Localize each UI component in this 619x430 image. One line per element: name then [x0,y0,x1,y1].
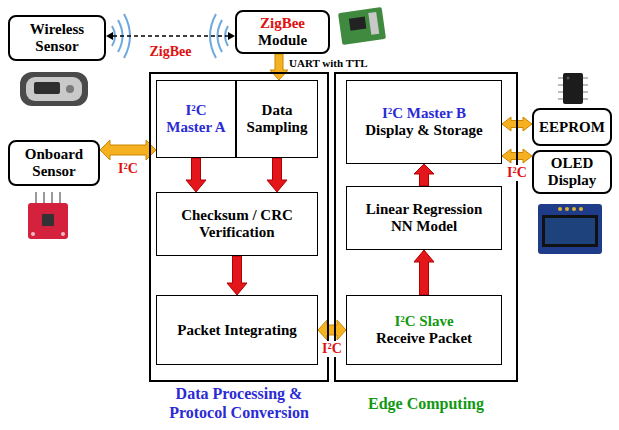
edge-label: ZigBee [148,44,194,60]
process-box: Checksum / CRC Verification [156,192,318,256]
process-box: I²C Master BDisplay & Storage [346,80,502,164]
flow-arrow [186,158,206,192]
process-box: Packet Integrating [156,295,318,365]
eeprom-chip-picture [558,73,588,104]
sensor-box: Onboard Sensor [8,140,100,186]
process-box: Data Sampling [236,80,318,158]
edge-label: I²C [320,341,344,357]
box-label: Checksum / CRC Verification [165,207,309,241]
group-box: Data Processing & Protocol ConversionI²C… [149,72,329,382]
box-label: I²C Master B [382,105,466,122]
process-box: I²C Master A [156,80,236,158]
group-caption: Data Processing & Protocol Conversion [159,384,319,422]
box-label: Packet Integrating [177,322,297,339]
flow-arrow [414,164,434,186]
box-label: ZigBee [260,15,305,32]
edge-label: I²C [116,161,140,177]
box-sublabel: Receive Packet [376,330,472,347]
box-label: OLED Display [538,155,606,189]
group-box: Edge ComputingI²C Master BDisplay & Stor… [334,72,518,382]
box-label: Onboard Sensor [14,146,94,180]
group-caption: Edge Computing [341,394,511,413]
sensor-box: Wireless Sensor [8,15,106,61]
device-box: OLED Display [532,150,612,194]
process-box: I²C SlaveReceive Packet [346,295,502,365]
box-label: I²C Master A [162,102,230,136]
flow-arrow [414,250,434,295]
box-label: Data Sampling [242,102,312,136]
zigbee-module-picture [338,7,386,45]
flow-arrow [318,320,346,340]
wireless-link [106,32,235,40]
box-label: EEPROM [539,119,605,136]
edge-label: I²C [505,165,529,181]
wireless-sensor-picture [20,72,88,106]
box-sublabel: Display & Storage [365,122,483,139]
onboard-sensor-picture [28,192,68,239]
oled-display-picture [538,204,602,254]
flow-arrow [100,140,156,160]
flow-arrow [227,256,247,295]
device-box: EEPROM [532,108,612,146]
flow-arrow [267,158,287,192]
box-label: Wireless Sensor [14,21,100,55]
edge-label: UART with TTL [287,57,370,69]
box-label: Linear Regression NN Model [357,201,491,235]
flow-arrow [270,54,288,80]
box-sublabel: Module [258,32,307,49]
process-box: Linear Regression NN Model [346,186,502,250]
module-box: ZigBeeModule [235,10,330,54]
box-label: I²C Slave [394,313,453,330]
